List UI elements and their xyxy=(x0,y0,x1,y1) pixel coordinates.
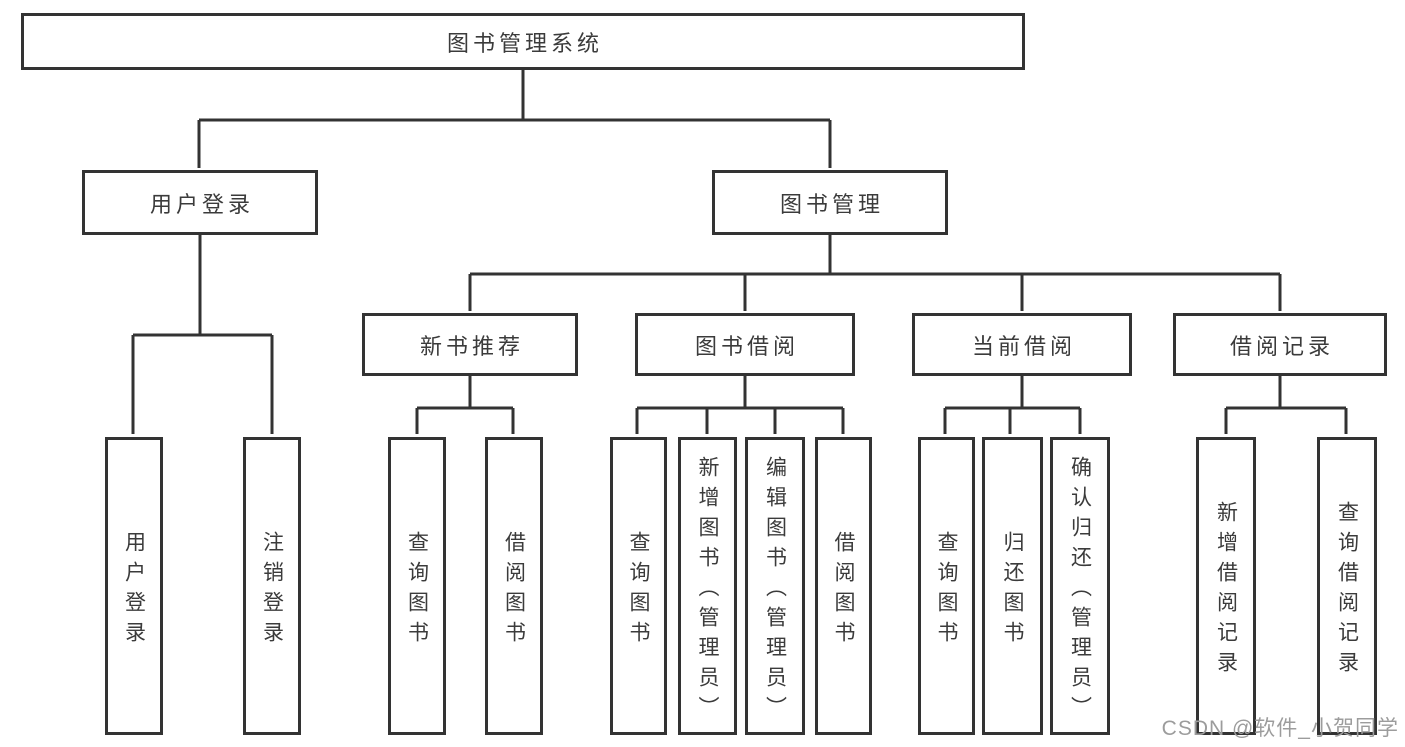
leaf-label: 用户登录 xyxy=(122,530,146,651)
node-book-management: 图书管理 xyxy=(712,170,948,235)
leaf-label: 注销登录 xyxy=(260,530,284,651)
node-label: 图书管理 xyxy=(779,191,884,217)
node-label: 新书推荐 xyxy=(419,333,524,359)
leaf-label: 查询图书 xyxy=(405,530,429,651)
leaf-edit-book-admin: 编辑图书（管理员） xyxy=(745,437,805,735)
leaf-confirm-return-admin: 确认归还（管理员） xyxy=(1050,437,1110,735)
leaf-add-borrow-record: 新增借阅记录 xyxy=(1196,437,1256,735)
leaf-query-books-3: 查询图书 xyxy=(918,437,975,735)
node-label: 当前借阅 xyxy=(971,333,1076,359)
leaf-query-borrow-record: 查询借阅记录 xyxy=(1317,437,1377,735)
leaf-return-book: 归还图书 xyxy=(982,437,1043,735)
leaf-label: 新增图书（管理员） xyxy=(696,455,719,726)
leaf-query-books-1: 查询图书 xyxy=(388,437,446,735)
leaf-label: 借阅图书 xyxy=(832,530,855,651)
leaf-borrow-books-2: 借阅图书 xyxy=(815,437,872,735)
leaf-query-books-2: 查询图书 xyxy=(610,437,667,735)
leaf-label: 归还图书 xyxy=(1001,530,1024,651)
leaf-borrow-books-1: 借阅图书 xyxy=(485,437,543,735)
leaf-label: 查询图书 xyxy=(627,530,650,651)
leaf-label: 确认归还（管理员） xyxy=(1068,455,1092,726)
node-label: 用户登录 xyxy=(149,191,254,217)
node-library-system: 图书管理系统 xyxy=(21,13,1025,70)
leaf-logout: 注销登录 xyxy=(243,437,301,735)
node-label: 图书借阅 xyxy=(694,333,799,359)
leaf-add-book-admin: 新增图书（管理员） xyxy=(678,437,737,735)
node-book-borrowing: 图书借阅 xyxy=(635,313,855,376)
node-label: 借阅记录 xyxy=(1229,333,1334,359)
node-user-login: 用户登录 xyxy=(82,170,318,235)
leaf-user-login: 用户登录 xyxy=(105,437,163,735)
leaf-label: 借阅图书 xyxy=(502,530,526,651)
node-new-book-recommend: 新书推荐 xyxy=(362,313,578,376)
leaf-label: 查询图书 xyxy=(935,530,958,651)
node-label: 图书管理系统 xyxy=(446,30,603,56)
leaf-label: 查询借阅记录 xyxy=(1335,500,1359,681)
leaf-label: 新增借阅记录 xyxy=(1214,500,1238,681)
watermark: CSDN @软件_小贺同学 xyxy=(1161,717,1399,740)
leaf-label: 编辑图书（管理员） xyxy=(763,455,787,726)
node-current-borrowing: 当前借阅 xyxy=(912,313,1132,376)
node-borrowing-records: 借阅记录 xyxy=(1173,313,1387,376)
connector-skeleton xyxy=(133,70,1346,410)
